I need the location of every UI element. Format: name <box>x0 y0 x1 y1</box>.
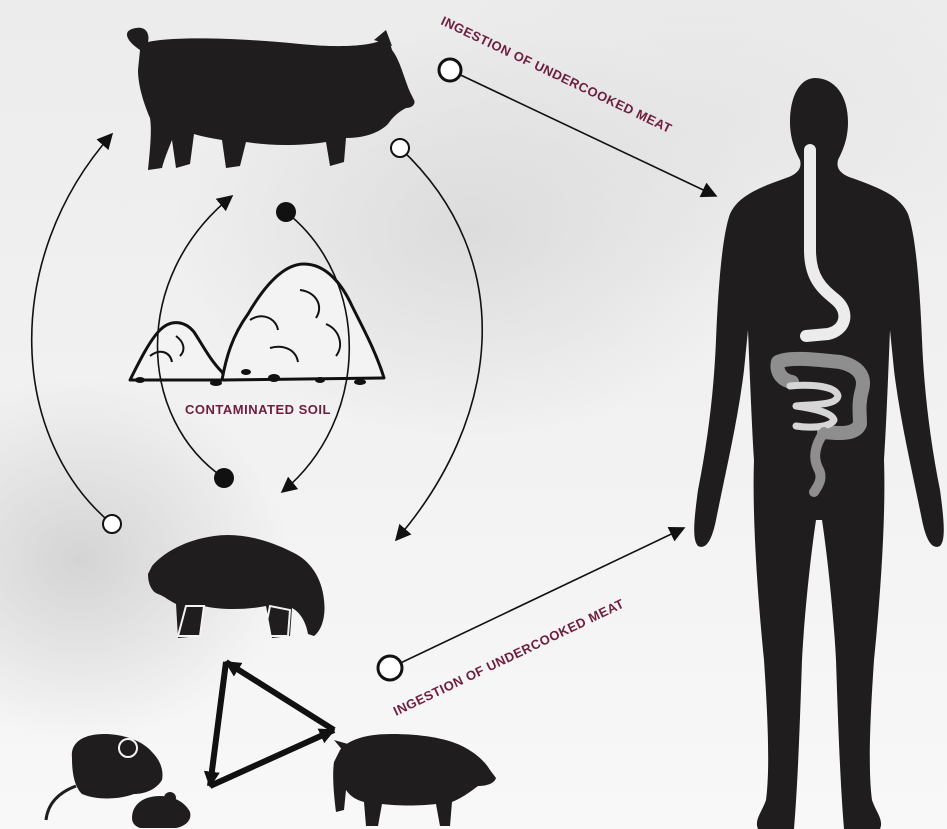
boar-human-start-marker <box>378 656 402 680</box>
pig-human-label: INGESTION OF UNDERCOOKED MEAT <box>439 13 675 136</box>
bear-pig-start-marker <box>103 515 121 533</box>
soil-top-dot <box>276 202 296 222</box>
wild-boar-silhouette <box>333 734 496 826</box>
pig-silhouette <box>127 28 415 170</box>
pig-bear-start-marker <box>391 139 409 157</box>
mouse-silhouette <box>132 792 190 828</box>
soil-bottom-dot <box>214 468 234 488</box>
pig-human-start-marker <box>439 59 461 81</box>
soil-label: CONTAMINATED SOIL <box>185 402 331 417</box>
boar-human-label: INGESTION OF UNDERCOOKED MEAT <box>391 596 627 719</box>
human-silhouette <box>694 78 944 829</box>
sylvatic-cycle-triangle <box>210 662 334 786</box>
bear-silhouette <box>148 535 325 638</box>
